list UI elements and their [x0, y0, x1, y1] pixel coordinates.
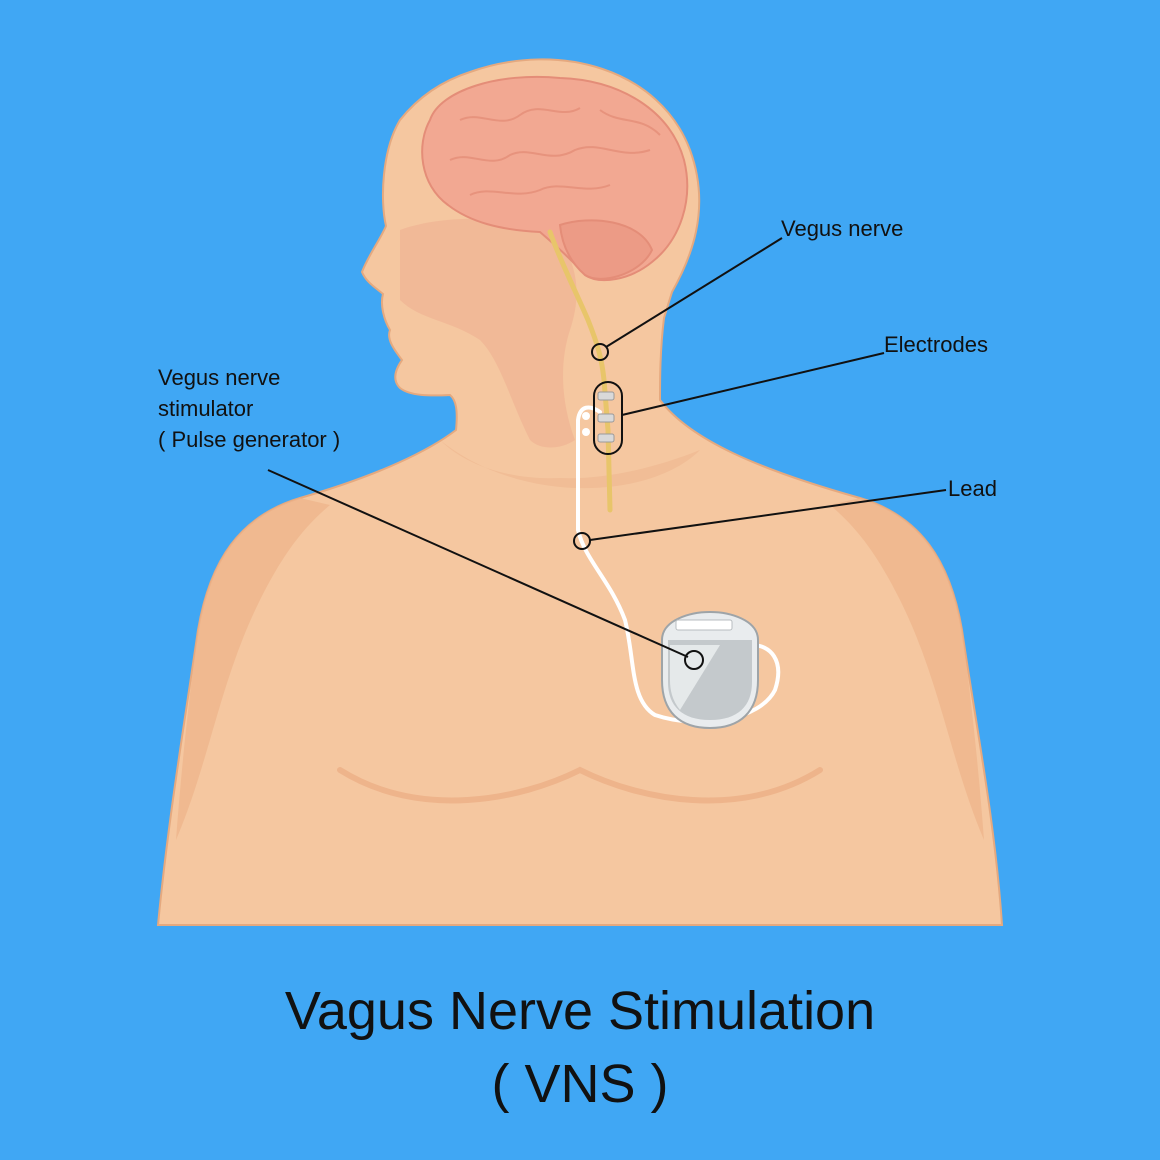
diagram-title: Vagus Nerve Stimulation — [284, 981, 876, 1041]
left-shoulder-shadow — [176, 498, 330, 840]
leader-line-lead — [589, 489, 947, 541]
callout-circle-vagus-nerve — [591, 343, 609, 361]
pulse-generator — [661, 610, 759, 730]
callout-circle-stimulator — [684, 650, 704, 670]
label-vagus-nerve: Vegus nerve — [781, 216, 904, 241]
chest-line — [337, 766, 823, 804]
label-lead: Lead — [948, 476, 997, 501]
lead-wire — [576, 405, 781, 724]
label-stimulator-line-2: stimulator — [158, 396, 254, 421]
callout-circle-lead — [573, 532, 591, 550]
collarbone-shadow — [440, 440, 700, 489]
cerebellum — [558, 219, 654, 280]
label-stimulator-line-3: ( Pulse generator ) — [158, 427, 341, 452]
label-electrodes: Electrodes — [884, 332, 988, 357]
label-stimulator-line-1: Vegus nerve — [158, 365, 281, 390]
airway-shading — [400, 218, 577, 448]
brain-folds — [449, 107, 661, 196]
diagram-subtitle: ( VNS ) — [491, 1054, 669, 1114]
leader-line-vagus-nerve — [605, 237, 783, 348]
leader-line-electrodes — [621, 352, 885, 416]
callout-oval-electrodes — [593, 381, 623, 455]
label-stimulator: Vegus nerve stimulator ( Pulse generator… — [158, 362, 340, 455]
leader-line-stimulator — [267, 469, 689, 658]
electrode-clips — [582, 391, 615, 443]
right-shoulder-shadow — [830, 498, 984, 840]
vagus-nerve — [547, 229, 613, 513]
